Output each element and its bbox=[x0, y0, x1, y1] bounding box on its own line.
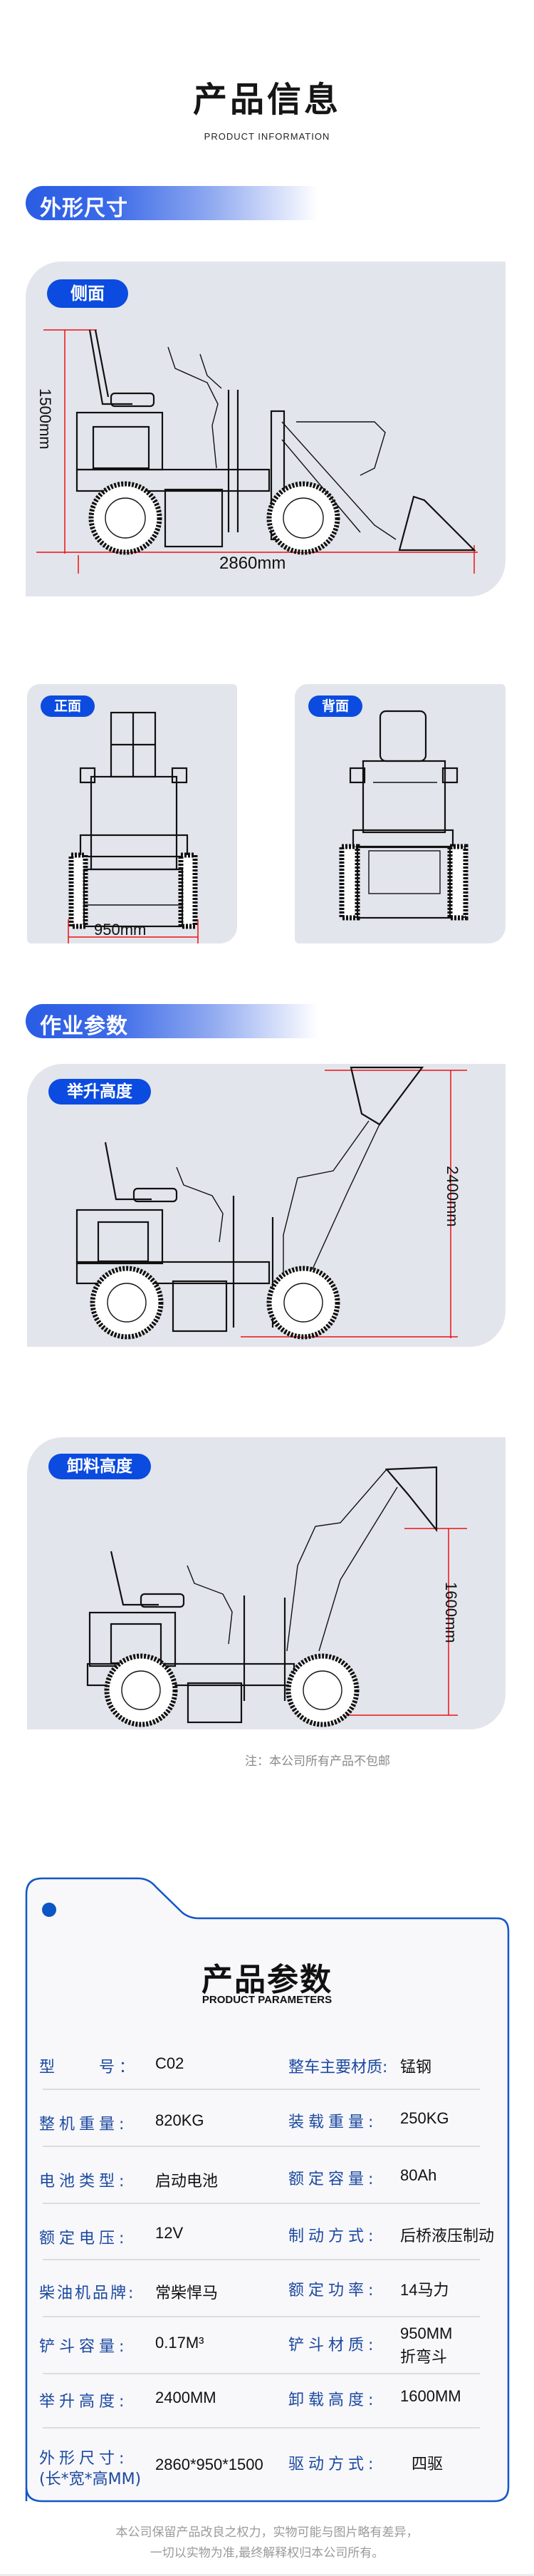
param-value: 950MM bbox=[400, 2324, 453, 2342]
lift-height-card: 举升高度 2400mm bbox=[27, 1064, 506, 1347]
page-title: 产品信息 bbox=[192, 80, 341, 120]
param-label: 装载重量: bbox=[288, 2114, 378, 2131]
loader-front-drawing bbox=[68, 711, 199, 943]
params-subtitle: PRODUCT PARAMETERS bbox=[201, 1994, 333, 2006]
side-view-label: 侧面 bbox=[47, 279, 128, 308]
param-value: 820KG bbox=[155, 2111, 204, 2129]
param-label: 整机重量: bbox=[39, 2116, 129, 2133]
param-label: 额定容量: bbox=[288, 2171, 378, 2188]
params-card-frame bbox=[25, 1877, 510, 2503]
param-value: 2860*950*1500 bbox=[155, 2456, 263, 2473]
back-view-card: 背面 bbox=[295, 684, 506, 943]
param-label: 举升高度: bbox=[39, 2393, 129, 2411]
lift-height-label: 举升高度 bbox=[48, 1079, 151, 1105]
param-value: C02 bbox=[155, 2054, 184, 2072]
param-value: 2400MM bbox=[155, 2389, 216, 2406]
section-title: 作业参数 bbox=[40, 1014, 128, 1039]
row-divider bbox=[43, 2316, 480, 2317]
loader-lift-drawing bbox=[75, 1066, 467, 1340]
param-value: 锰钢 bbox=[400, 2058, 432, 2076]
param-label: 铲斗容量: bbox=[39, 2338, 129, 2356]
param-label: 驱动方式: bbox=[288, 2456, 378, 2473]
disclaimer: 本公司保留产品改良之权力，实物可能与图片略有差异， 一切以实物为准,最终解释权归… bbox=[0, 2523, 534, 2564]
param-value: 12V bbox=[155, 2224, 184, 2242]
param-label-line2: (长*宽*高MM) bbox=[39, 2471, 142, 2488]
section-header-dimensions: 外形尺寸 bbox=[26, 186, 410, 221]
lift-height-dimension: 2400mm bbox=[444, 1166, 461, 1227]
dump-height-dimension: 1600mm bbox=[442, 1582, 460, 1643]
row-divider bbox=[43, 2259, 480, 2260]
disclaimer-line-1: 本公司保留产品改良之权力，实物可能与图片略有差异， bbox=[115, 2525, 419, 2540]
param-value: 250KG bbox=[400, 2109, 449, 2127]
param-value: 四驱 bbox=[412, 2455, 444, 2473]
back-view-label: 背面 bbox=[308, 695, 362, 717]
dump-height-card: 卸料高度 1600mm bbox=[27, 1437, 506, 1729]
param-value: 14马力 bbox=[400, 2281, 449, 2299]
param-label: 铲斗材质: bbox=[288, 2337, 378, 2354]
page-subtitle: PRODUCT INFORMATION bbox=[204, 131, 330, 142]
loader-side-drawing bbox=[36, 329, 478, 574]
row-divider bbox=[43, 2146, 480, 2147]
bottom-edge bbox=[0, 2574, 534, 2576]
param-label: 柴油机品牌: bbox=[39, 2285, 136, 2302]
side-length-dimension: 2860mm bbox=[219, 554, 286, 573]
side-view-card: 侧面 1500mm 2860mm bbox=[26, 262, 506, 596]
param-value: 0.17M³ bbox=[155, 2334, 204, 2352]
param-label: 外形尺寸: bbox=[39, 2450, 129, 2468]
side-height-dimension: 1500mm bbox=[36, 388, 54, 450]
param-label: 卸载高度: bbox=[288, 2391, 378, 2409]
disclaimer-line-2: 一切以实物为准,最终解释权归本公司所有。 bbox=[150, 2546, 384, 2560]
param-label: 整车主要材质: bbox=[288, 2059, 388, 2076]
section-header-operation: 作业参数 bbox=[26, 1004, 410, 1039]
param-label: 制动方式: bbox=[288, 2228, 378, 2245]
param-label: 额定电压: bbox=[39, 2230, 129, 2247]
param-label: 额定功率: bbox=[288, 2282, 378, 2300]
row-divider bbox=[43, 2089, 480, 2090]
front-view-label: 正面 bbox=[41, 695, 95, 717]
params-title: 产品参数 bbox=[201, 1962, 333, 1998]
front-width-dimension: 950mm bbox=[94, 921, 147, 938]
row-divider bbox=[43, 2373, 480, 2374]
param-value: 启动电池 bbox=[155, 2172, 219, 2190]
param-value: 1600MM bbox=[400, 2387, 461, 2405]
param-value: 后桥液压制动 bbox=[400, 2227, 495, 2245]
loader-dump-drawing bbox=[86, 1466, 467, 1727]
decorative-dot-icon bbox=[42, 1903, 56, 1917]
front-view-card: 正面 950mm bbox=[27, 684, 237, 943]
dump-height-label: 卸料高度 bbox=[48, 1454, 151, 1479]
param-value: 常柴悍马 bbox=[155, 2284, 219, 2302]
param-value-line2: 折弯斗 bbox=[400, 2348, 448, 2366]
row-divider bbox=[43, 2203, 480, 2204]
row-divider bbox=[43, 2427, 480, 2428]
param-label: 型 号： bbox=[39, 2059, 140, 2076]
loader-back-drawing bbox=[339, 710, 468, 921]
param-label: 电池类型: bbox=[39, 2173, 129, 2190]
section-title: 外形尺寸 bbox=[40, 196, 128, 221]
shipping-note: 注：本公司所有产品不包邮 bbox=[245, 1754, 390, 1769]
param-value: 80Ah bbox=[400, 2166, 437, 2184]
